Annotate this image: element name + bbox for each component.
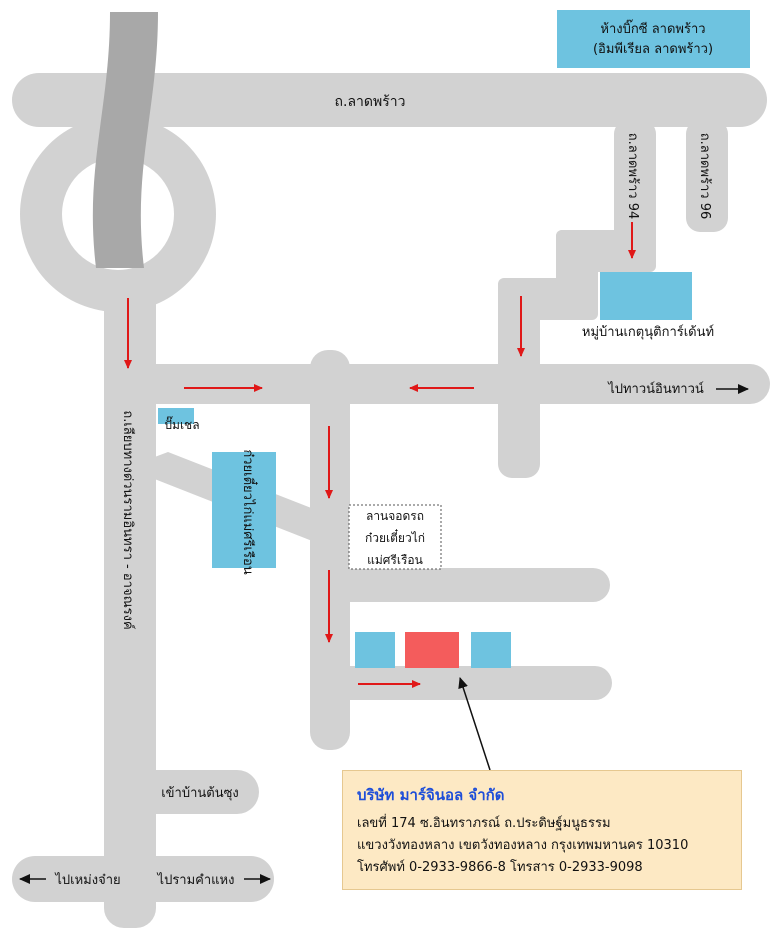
noodle-shop-building (212, 452, 276, 568)
address-line-2: แขวงวังทองหลาง เขตวังทองหลาง กรุงเทพมหาน… (357, 838, 689, 853)
village-label: หมู่บ้านเกตุนุติการ์เด้นท์ (582, 324, 714, 340)
bottom-road (12, 856, 274, 902)
shell-station (158, 408, 194, 424)
parking-label-line2: ก๋วยเตี๋ยวไก่ (365, 528, 425, 545)
to-ramkhamhaeng-label: ไปรามคำแหง (157, 872, 235, 888)
soi-96-shape (686, 120, 728, 232)
contact-line: โทรศัพท์ 0-2933-9866-8 โทรสาร 0-2933-909… (357, 860, 643, 875)
lat-phrao-road (12, 73, 767, 127)
branch-road-upper (310, 568, 610, 602)
company-name: บริษัท มาร์จินอล จำกัด (357, 786, 505, 804)
bigc-building (557, 10, 750, 68)
ton-sung-road (104, 770, 259, 814)
noodle-shop-label: ก๋วยเตี๋ยวไก่แม่ศรีเรือน (240, 449, 258, 574)
parking-label-line1: ลานจอดรถ (366, 509, 424, 523)
to-mang-jai-label: ไปเหม่งจ๋าย (54, 872, 120, 888)
village-building (600, 272, 692, 320)
parking-area (348, 504, 442, 570)
soi-inthraphon (310, 350, 350, 750)
parking-label-line3: แม่ศรีเรือน (367, 553, 423, 567)
address-line-1: เลขที่ 174 ซ.อินทราภรณ์ ถ.ประดิษฐ์มนูธรร… (357, 816, 611, 831)
target-building (405, 632, 459, 668)
neighbor-building-left (355, 632, 395, 668)
soi-94-label: ถ.ลาดพร้าว 94 (625, 133, 640, 220)
expressway-overpass (92, 12, 158, 268)
route-arrows (124, 222, 636, 688)
expressway-road-shape (104, 260, 156, 928)
soi-96-label: ถ.ลาดพร้าว 96 (697, 133, 712, 220)
shell-label: ปั๊มเชล (164, 416, 199, 432)
company-info-box: บริษัท มาร์จินอล จำกัด เลขที่ 174 ซ.อินท… (342, 770, 742, 890)
expressway-road-label: ถ.เลียบทางด่วนรามอินทรา - อาจณรงค์ (120, 410, 136, 629)
ton-sung-label: เข้าบ้านต้นซุง (161, 786, 239, 801)
bigc-label-line2: (อิมพีเรียล ลาดพร้าว) (593, 41, 713, 57)
neighbor-building-right (471, 632, 511, 668)
to-town-in-town-label: ไปทาวน์อินทาวน์ (607, 381, 704, 397)
cross-road (104, 364, 770, 404)
pointer-arrow (458, 677, 491, 771)
bigc-label-line1: ห้างบิ๊กซี ลาดพร้าว (600, 19, 705, 37)
lat-phrao-road-label: ถ.ลาดพร้าว (335, 94, 406, 110)
